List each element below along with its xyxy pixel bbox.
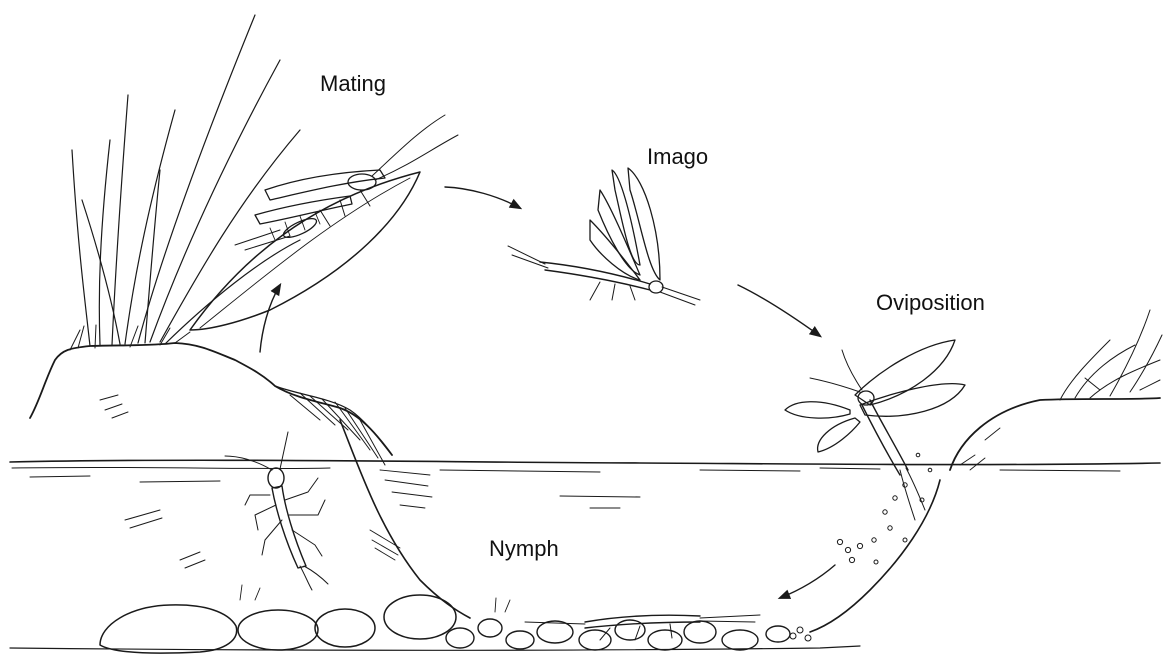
arrow-to-imago (445, 187, 520, 208)
imago-insect (508, 168, 700, 305)
oviposition-label: Oviposition (876, 292, 985, 314)
oviposition-insect (785, 340, 965, 520)
eggs (790, 453, 932, 641)
swimming-nymph (225, 432, 328, 590)
stream-bed-stones (10, 585, 860, 653)
nymph-label: Nymph (489, 538, 559, 560)
water-surface (10, 460, 1160, 508)
leaf-blade (190, 172, 420, 330)
mating-pair-insect (235, 115, 458, 250)
mating-label: Mating (320, 73, 386, 95)
arrow-to-oviposition (738, 285, 820, 336)
arrow-to-nymph (780, 565, 835, 598)
arrow-to-mating (260, 285, 280, 352)
imago-label: Imago (647, 146, 708, 168)
grass-tuft (70, 15, 300, 350)
left-bank (30, 343, 470, 618)
